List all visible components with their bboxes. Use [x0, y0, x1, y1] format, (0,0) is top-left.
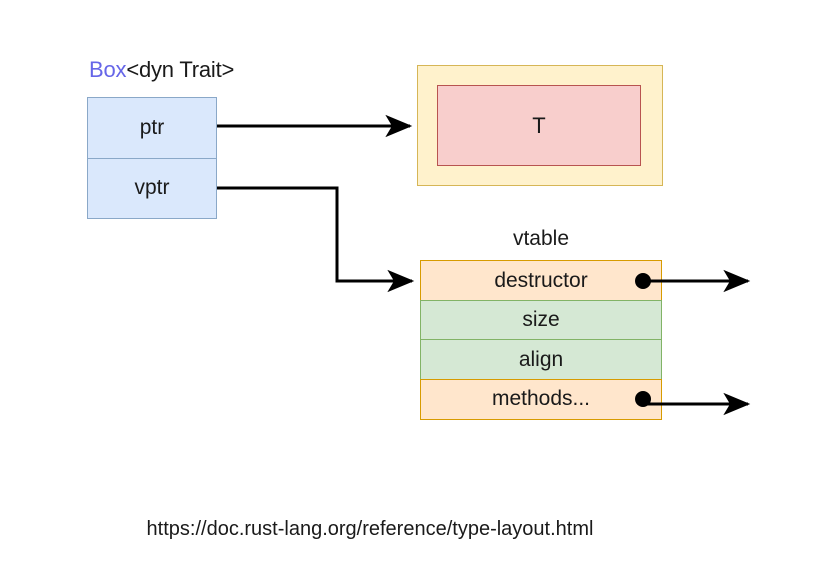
vtable-row-destructor-label: destructor: [494, 268, 588, 292]
vtable-row-methods: methods...: [420, 378, 662, 420]
box-field-ptr: ptr: [88, 98, 216, 158]
vtable-row-size-label: size: [522, 308, 560, 331]
arrow-vptr-to-vtable: [217, 186, 415, 293]
box-field-vptr: vptr: [88, 157, 216, 219]
vtable-row-size: size: [420, 299, 662, 341]
destructor-pointer-dot-icon: [635, 272, 651, 289]
vtable-row-align-label: align: [518, 347, 564, 371]
box-keyword: Box: [89, 57, 127, 82]
box-generic-args: <dyn Trait>: [126, 57, 235, 82]
vtable-row-align: align: [420, 339, 662, 380]
vtable-caption: vtable: [512, 227, 570, 250]
methods-pointer-dot-icon: [635, 391, 651, 407]
vtable-row-methods-label: methods...: [491, 387, 591, 410]
concrete-type-label: T: [532, 112, 546, 138]
concrete-type-block: T: [437, 85, 641, 166]
box-type-title: Box<dyn Trait>: [89, 57, 234, 83]
box-struct: ptr vptr: [87, 97, 217, 219]
box-field-ptr-label: ptr: [139, 115, 165, 139]
reference-url: https://doc.rust-lang.org/reference/type…: [146, 518, 594, 540]
box-field-vptr-label: vptr: [134, 176, 170, 200]
vtable-row-destructor: destructor: [420, 260, 662, 301]
vtable-block: destructor size align methods...: [420, 260, 662, 424]
